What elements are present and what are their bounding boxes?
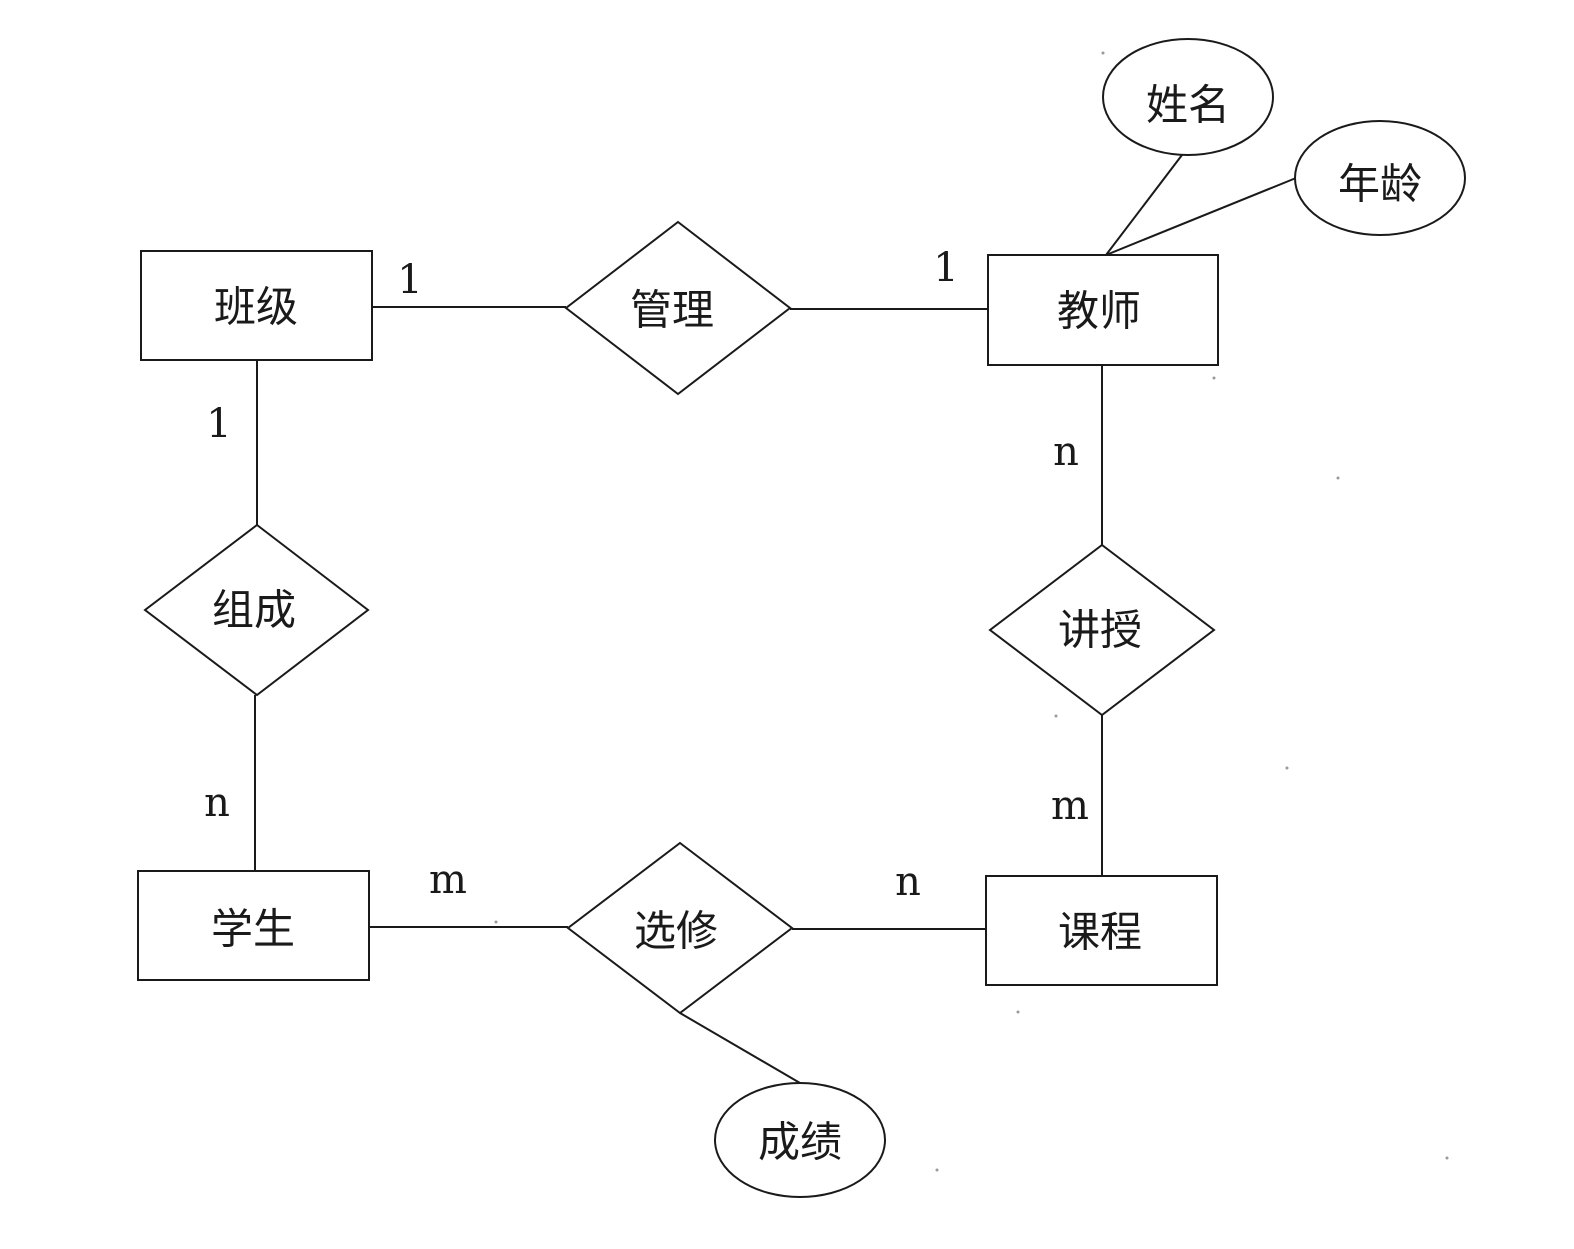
cardinality-student-compose: n bbox=[204, 780, 230, 826]
edge-select-grade bbox=[679, 1012, 801, 1084]
entity-teacher-box bbox=[987, 254, 1219, 366]
attribute-grade: 成绩 bbox=[714, 1082, 886, 1198]
cardinality-course-teach: m bbox=[1051, 783, 1089, 829]
attribute-name: 姓名 bbox=[1102, 38, 1274, 156]
attribute-age-label: 年龄 bbox=[1338, 160, 1422, 209]
speck bbox=[935, 1168, 939, 1172]
entity-student-box bbox=[137, 870, 370, 981]
cardinality-course-select: n bbox=[895, 859, 921, 905]
relationship-manage: 管理 bbox=[564, 220, 792, 396]
speck bbox=[1336, 476, 1340, 480]
edge-teacher-age bbox=[1105, 177, 1297, 256]
relationship-select-label: 选修 bbox=[634, 907, 718, 956]
cardinality-teacher-teach: n bbox=[1053, 429, 1079, 475]
cardinality-student-select: m bbox=[429, 857, 467, 903]
speck bbox=[1212, 376, 1216, 380]
relationship-select-diamond bbox=[566, 841, 794, 1015]
relationship-select: 选修 bbox=[566, 841, 794, 1015]
attribute-age-ellipse bbox=[1294, 120, 1466, 236]
connectors bbox=[254, 154, 1297, 1084]
cardinality-teacher-manage: 1 bbox=[933, 245, 958, 291]
speck bbox=[1054, 714, 1058, 718]
edge-teacher-name bbox=[1105, 154, 1183, 256]
speck bbox=[1016, 1010, 1020, 1014]
relationship-manage-label: 管理 bbox=[630, 286, 714, 335]
entity-teacher: 教师 bbox=[987, 254, 1219, 366]
entity-class: 班级 bbox=[140, 250, 373, 361]
relationship-compose: 组成 bbox=[143, 523, 370, 697]
entity-class-box bbox=[140, 250, 373, 361]
entity-student-label: 学生 bbox=[211, 905, 295, 954]
entity-student: 学生 bbox=[137, 870, 370, 981]
entity-teacher-label: 教师 bbox=[1057, 287, 1141, 336]
attribute-name-ellipse bbox=[1102, 38, 1274, 156]
relationship-teach-label: 讲授 bbox=[1058, 606, 1142, 655]
relationship-teach: 讲授 bbox=[988, 543, 1216, 717]
relationship-manage-diamond bbox=[564, 220, 792, 396]
attribute-name-label: 姓名 bbox=[1146, 81, 1230, 130]
cardinality-class-manage: 1 bbox=[397, 257, 422, 303]
entity-class-label: 班级 bbox=[214, 283, 298, 332]
speck bbox=[494, 920, 498, 924]
speck bbox=[1101, 51, 1105, 55]
relationship-teach-diamond bbox=[988, 543, 1216, 717]
relationship-compose-diamond bbox=[143, 523, 370, 697]
attribute-age: 年龄 bbox=[1294, 120, 1466, 236]
cardinalities: 1 1 1 n n m m n bbox=[204, 245, 1089, 905]
speck bbox=[1285, 766, 1289, 770]
attribute-grade-label: 成绩 bbox=[758, 1118, 842, 1167]
attribute-grade-ellipse bbox=[714, 1082, 886, 1198]
cardinality-class-compose: 1 bbox=[206, 401, 231, 447]
entity-course-label: 课程 bbox=[1058, 908, 1142, 957]
speck bbox=[1445, 1156, 1449, 1160]
relationship-compose-label: 组成 bbox=[212, 586, 296, 635]
entity-course-box bbox=[985, 875, 1218, 986]
entity-course: 课程 bbox=[985, 875, 1218, 986]
scan-specks bbox=[494, 51, 1449, 1172]
